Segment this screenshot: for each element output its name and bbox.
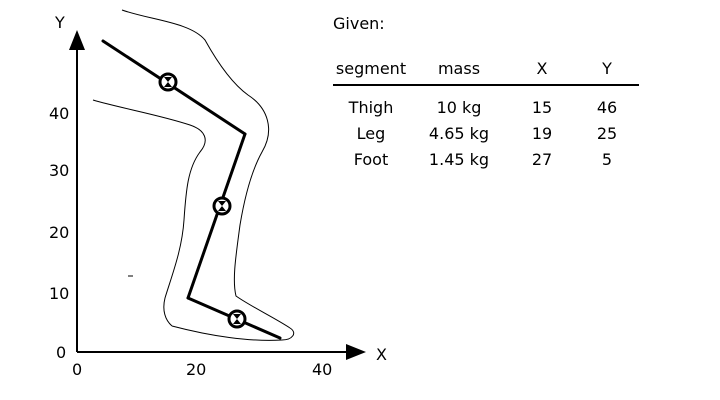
y-tick-label: 20: [49, 223, 69, 242]
leg-outline-upper: [121, 9, 295, 341]
cell-segment: Thigh: [348, 97, 394, 117]
cell-x: 15: [531, 97, 553, 117]
table-row: Leg 4.65 kg 19 25: [333, 120, 639, 146]
thigh-com-marker: [158, 72, 178, 92]
table-row: Foot 1.45 kg 27 5: [333, 146, 639, 172]
cell-mass: 1.45 kg: [428, 149, 490, 169]
header-y: Y: [602, 58, 612, 78]
cell-x: 19: [531, 123, 553, 143]
given-table: segment mass X Y Thigh 10 kg 15 46 Leg 4…: [333, 56, 639, 172]
y-tick-label: 10: [49, 284, 69, 303]
leg-outline-lower: [92, 99, 206, 327]
y-axis-arrow: [69, 30, 85, 50]
y-tick-label: 0: [56, 343, 66, 362]
leg-segment: [186, 132, 247, 300]
x-tick-label: 40: [312, 360, 332, 379]
header-segment: segment: [335, 58, 407, 78]
cell-y: 5: [601, 149, 613, 169]
cell-segment: Leg: [356, 123, 386, 143]
y-axis-label: Y: [54, 13, 65, 32]
y-tick-label: 40: [49, 104, 69, 123]
x-axis-arrow: [346, 344, 366, 360]
header-x: X: [536, 58, 548, 78]
cell-segment: Foot: [353, 149, 389, 169]
leg-com-marker: [212, 196, 232, 216]
header-mass: mass: [437, 58, 481, 78]
y-tick-label: 30: [49, 161, 69, 180]
x-tick-label: 20: [186, 360, 206, 379]
table-row: Thigh 10 kg 15 46: [333, 85, 639, 120]
cell-mass: 4.65 kg: [428, 123, 490, 143]
cell-y: 46: [596, 97, 618, 117]
foot-com-marker: [227, 309, 247, 329]
cell-x: 27: [531, 149, 553, 169]
x-axis-label: X: [376, 345, 387, 364]
cell-y: 25: [596, 123, 618, 143]
given-title: Given:: [333, 14, 385, 33]
x-tick-label: 0: [72, 360, 82, 379]
cell-mass: 10 kg: [436, 97, 482, 117]
table-header-row: segment mass X Y: [333, 56, 639, 85]
